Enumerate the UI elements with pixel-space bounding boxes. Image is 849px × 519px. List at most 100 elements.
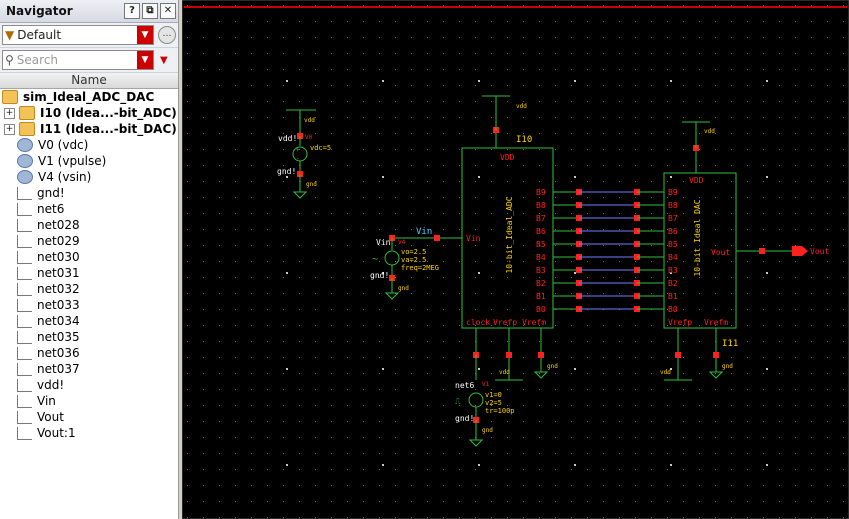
pin-name: B8 [668,201,678,210]
vsin-source-symbol [385,251,399,265]
instance-icon [17,154,33,168]
grid-major-dot [574,464,576,466]
tree-item[interactable]: +I10 (Idea...-bit_ADC) [0,105,178,121]
net-label: gnd! [455,414,474,423]
tree-item-label: Vout:1 [37,426,76,440]
tree-item-label: I11 (Idea...-bit_DAC) [40,122,177,136]
tree-item[interactable]: vdd! [0,377,178,393]
grid-major-dot [670,80,672,82]
tree-item[interactable]: net037 [0,361,178,377]
canvas-frame [182,0,849,519]
net-icon [17,411,32,424]
search-input[interactable]: ⚲ Search ▼ [2,50,154,70]
grid-major-dot [574,368,576,370]
tree-item[interactable]: Vout [0,409,178,425]
float-icon[interactable]: ⧉ [142,3,158,19]
grid-dots [187,5,844,518]
tree-item[interactable]: net031 [0,265,178,281]
tree-item-label: V0 (vdc) [38,138,88,152]
tree-item[interactable]: V4 (vsin) [0,169,178,185]
pin-name: B0 [668,305,678,314]
tree-item[interactable]: net036 [0,345,178,361]
tree-item-label: net028 [37,218,80,232]
inst-label: V1 [482,381,490,388]
tree-item[interactable]: net032 [0,281,178,297]
pin-name: Vrefm [522,318,546,327]
tree-item[interactable]: sim_Ideal_ADC_DAC [0,89,178,105]
grid-major-dot [766,80,768,82]
grid-major-dot [478,272,480,274]
tree-item-label: vdd! [37,378,64,392]
net-icon [17,347,32,360]
search-options-icon[interactable]: ▼ [160,55,168,66]
tree-item[interactable]: + I11 (Idea...-bit_DAC) [0,121,178,137]
net-icon [17,331,32,344]
pin-marker [713,352,719,358]
grid-major-dot [382,176,384,178]
expand-icon[interactable]: + [4,108,15,119]
expand-icon[interactable]: + [4,124,15,135]
tree-item-label: sim_Ideal_ADC_DAC [23,90,154,104]
filter-value: Default [17,28,137,42]
inst-label: V0 [305,134,313,141]
column-header-name[interactable]: Name [0,73,178,89]
grid-major-dot [286,176,288,178]
tree-item[interactable]: V0 (vdc) [0,137,178,153]
grid-major-dot [478,176,480,178]
param-label: vdc=5 [310,144,331,152]
tree-item[interactable]: net029 [0,233,178,249]
help-icon[interactable]: ? [124,3,140,19]
more-options-button[interactable]: … [158,26,176,44]
pin-marker [506,352,512,358]
pin-marker [434,235,440,241]
chevron-down-icon[interactable]: ▼ [137,26,153,44]
tree-item[interactable]: net033 [0,297,178,313]
tree-item-label: net033 [37,298,80,312]
vdd-label: vdd [516,103,527,110]
tree-item[interactable]: net028 [0,217,178,233]
gnd-symbol [386,293,398,299]
grid-major-dot [670,176,672,178]
tree-item-label: Vout [37,410,64,424]
close-icon[interactable]: ✕ [160,3,176,19]
tree-item[interactable]: net035 [0,329,178,345]
funnel-icon: ▼ [5,28,14,42]
vdd-label: vdd [499,369,510,376]
tree-item[interactable]: Vout:1 [0,425,178,441]
tree-item[interactable]: net030 [0,249,178,265]
navigator-title-bar: Navigator ? ⧉ ✕ [0,0,178,23]
tree-item[interactable]: V1 (vpulse) [0,153,178,169]
vpulse-source-symbol [469,393,483,407]
net-icon [17,187,32,200]
tree-item[interactable]: gnd! [0,185,178,201]
grid-major-dot [286,272,288,274]
tree-item-label: net036 [37,346,80,360]
pulse-icon: ⎍ [455,397,461,406]
param-label: freq=2MEG [401,264,439,272]
tree-item[interactable]: net034 [0,313,178,329]
net-icon [17,235,32,248]
param-label: v1=0 [485,391,502,399]
pin-name: B2 [668,279,678,288]
pin-name: Vin [466,234,481,243]
net-label: vdd! [278,134,297,143]
param-label: vo=2.5 [401,248,426,256]
net-icon [17,203,32,216]
net-icon [17,299,32,312]
gnd-label: gnd [547,363,558,370]
pin-name: B6 [668,227,678,236]
net-icon [17,219,32,232]
instance-icon [17,170,33,184]
grid-major-dot [478,80,480,82]
instance-icon [17,138,33,152]
search-dropdown-icon[interactable]: ▼ [137,51,153,69]
gnd-symbol [535,372,547,378]
tree-item[interactable]: Vin [0,393,178,409]
schematic-canvas[interactable]: vddvdd!V0+-vdc=5gnd!gndI10VDDvdd10-bit_I… [182,0,849,519]
net-label: gnd! [370,271,389,280]
plus-sign: + [296,147,300,154]
pin-name: B4 [536,253,546,262]
filter-select[interactable]: ▼ Default ▼ [2,25,154,45]
tree-item[interactable]: net6 [0,201,178,217]
grid-major-dot [574,176,576,178]
